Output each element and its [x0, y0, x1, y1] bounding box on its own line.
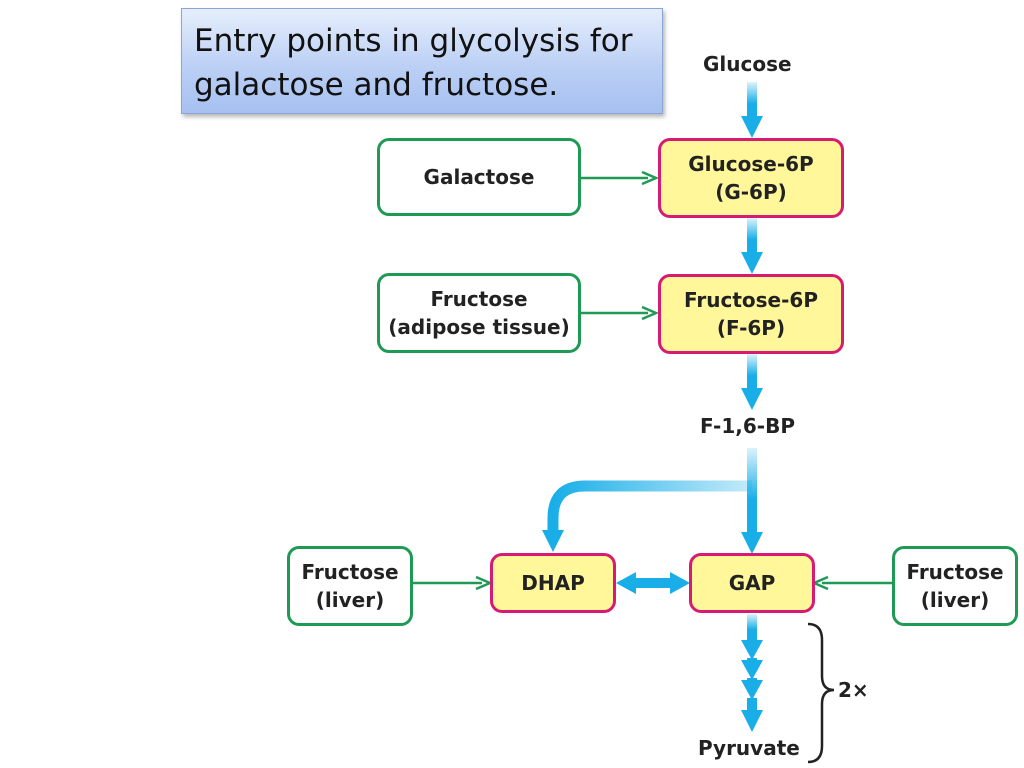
arrow-f16bp-to-dhap-head [542, 530, 564, 552]
title-line-2: galactose and fructose. [194, 67, 559, 103]
dhap-label: DHAP [521, 571, 585, 595]
arrow-fructose-adipose-to-f6p-head [641, 305, 660, 321]
arrow-gap-to-pyruvate-head-3 [741, 680, 763, 700]
fructose-adipose-line-2: (adipose tissue) [388, 315, 570, 339]
arrow-gap-to-pyruvate-head-1 [741, 640, 763, 660]
fructose-6p-line-1: Fructose-6P [684, 288, 818, 312]
glucose-6p-line-2: (G-6P) [715, 180, 787, 204]
fructose-liver-left-line-2: (liver) [315, 588, 385, 612]
repeat-brace [807, 622, 835, 764]
arrow-gap-to-pyruvate-head-4 [741, 710, 763, 732]
arrow-f6p-to-f16bp-head [741, 388, 763, 410]
fructose-6p-box: Fructose-6P (F-6P) [658, 274, 844, 354]
dhap-box: DHAP [490, 553, 616, 613]
fructose-liver-right-line-2: (liver) [920, 588, 990, 612]
arrow-dhap-gap-head-right [670, 572, 690, 594]
glucose-label: Glucose [703, 52, 792, 76]
fructose-liver-left-line-1: Fructose [301, 560, 399, 584]
arrow-g6p-to-f6p-head [741, 252, 763, 274]
fructose-liver-right-line-1: Fructose [906, 560, 1004, 584]
fructose-adipose-line-1: Fructose [430, 287, 528, 311]
galactose-label: Galactose [423, 165, 535, 189]
fructose-liver-left-box: Fructose (liver) [287, 546, 413, 626]
galactose-box: Galactose [377, 138, 581, 216]
gap-label: GAP [728, 571, 776, 595]
arrow-gap-to-pyruvate-head-2 [741, 660, 763, 680]
pyruvate-label: Pyruvate [698, 736, 800, 760]
title-line-1: Entry points in glycolysis for [194, 23, 633, 59]
fructose-6p-line-2: (F-6P) [716, 316, 786, 340]
fructose-liver-right-box: Fructose (liver) [892, 546, 1018, 626]
arrow-f16bp-to-gap-head [741, 532, 763, 554]
arrow-f16bp-to-dhap-shaft [547, 480, 752, 532]
arrow-glucose-to-g6p-shaft [747, 82, 757, 118]
arrow-g6p-to-f6p-shaft [747, 218, 757, 254]
glucose-6p-line-1: Glucose-6P [688, 152, 814, 176]
multiplier-label: 2× [838, 678, 869, 702]
glucose-6p-box: Glucose-6P (G-6P) [658, 138, 844, 218]
arrow-dhap-gap-shaft [634, 578, 672, 588]
fructose-adipose-box: Fructose (adipose tissue) [377, 273, 581, 353]
arrow-gap-to-pyruvate-shaft [747, 614, 757, 640]
slide-title: Entry points in glycolysis for galactose… [181, 8, 663, 114]
arrow-galactose-to-g6p-head [641, 170, 660, 186]
arrow-gap-to-pyruvate-link-3 [747, 698, 757, 712]
arrow-glucose-to-g6p-head [741, 116, 763, 138]
gap-box: GAP [689, 553, 815, 613]
f16bp-label: F-1,6-BP [700, 414, 795, 438]
arrow-f6p-to-f16bp-shaft [747, 354, 757, 390]
arrow-dhap-gap-head-left [616, 572, 636, 594]
